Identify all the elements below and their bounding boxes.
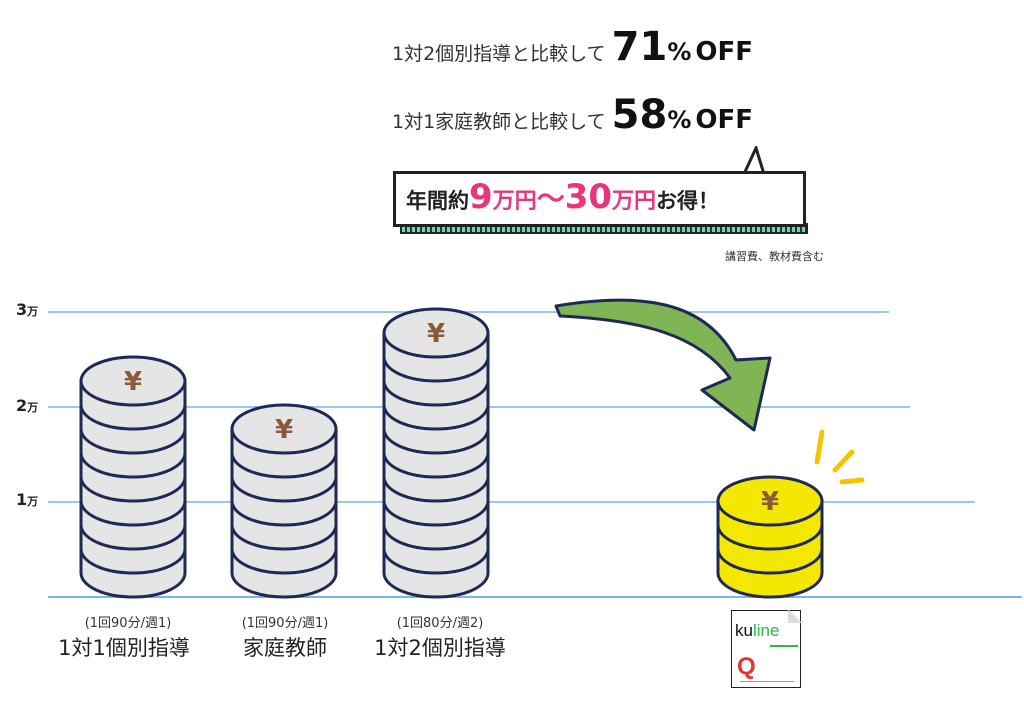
comparison-percent: 58 xyxy=(611,92,668,138)
savings-banner: 年間約9万円〜30万円お得！ xyxy=(393,171,806,227)
y-tick-1: 1万 xyxy=(16,490,39,509)
y-tick-2: 2万 xyxy=(16,396,39,415)
yen-icon: ¥ xyxy=(761,487,779,517)
coin-top xyxy=(382,307,490,359)
footnote: 講習費、教材費含む xyxy=(725,250,824,263)
category-sub-1: (1回90分/週1) xyxy=(84,616,172,631)
logo-wordmark: kuline xyxy=(735,621,780,640)
logo-q: Q xyxy=(737,653,756,680)
banner-low-num: 9 xyxy=(469,177,493,217)
coin-stacks: ¥ ¥ ¥ ¥ xyxy=(79,307,824,599)
comparison-prefix: 1対1家庭教師と比較して xyxy=(392,111,606,133)
banner-low-unit: 万円 xyxy=(492,189,537,214)
comparison-line-1: 1対2個別指導と比較して 71%OFF xyxy=(392,24,753,70)
coin-stack: ¥ xyxy=(230,403,338,599)
banner-tilde: 〜 xyxy=(536,182,565,215)
banner-high-unit: 万円 xyxy=(612,189,657,214)
banner-post: お得！ xyxy=(656,189,720,213)
yen-icon: ¥ xyxy=(427,319,445,349)
coin-top xyxy=(230,403,338,455)
logo-underline xyxy=(770,645,798,647)
category-sub-3: (1回80分/週2) xyxy=(396,616,484,631)
comparison-prefix: 1対2個別指導と比較して xyxy=(392,43,606,65)
comparison-off: OFF xyxy=(695,105,753,135)
comparison-unit: % xyxy=(667,106,692,134)
gridlines xyxy=(48,311,1022,598)
coin-top xyxy=(79,355,187,407)
category-label-2: 家庭教師 xyxy=(243,636,327,660)
category-label-1: 1対1個別指導 xyxy=(58,636,190,660)
kuline-logo: kuline Q xyxy=(731,609,802,688)
comparison-line-2: 1対1家庭教師と比較して 58%OFF xyxy=(392,92,753,138)
yen-icon: ¥ xyxy=(124,367,142,397)
coin-stack: ¥ xyxy=(79,355,187,599)
logo-baseline xyxy=(740,681,794,682)
banner-text: 年間約9万円〜30万円お得！ xyxy=(406,177,719,217)
coin-top xyxy=(716,475,824,527)
banner-high-num: 30 xyxy=(564,177,613,217)
downward-arrow xyxy=(554,298,772,432)
sparkle-icon xyxy=(814,429,865,485)
comparison-off: OFF xyxy=(695,37,753,67)
category-label-3: 1対2個別指導 xyxy=(374,636,506,660)
y-tick-3: 3万 xyxy=(16,300,39,319)
yen-icon: ¥ xyxy=(275,415,293,445)
banner-pre: 年間約 xyxy=(406,189,469,213)
category-sub-2: (1回90分/週1) xyxy=(241,616,329,631)
comparison-percent: 71 xyxy=(611,24,668,70)
logo-corner-fold xyxy=(788,609,802,623)
comparison-unit: % xyxy=(667,38,692,66)
coin-stack: ¥ xyxy=(382,307,490,599)
coin-stack: ¥ xyxy=(716,475,824,599)
